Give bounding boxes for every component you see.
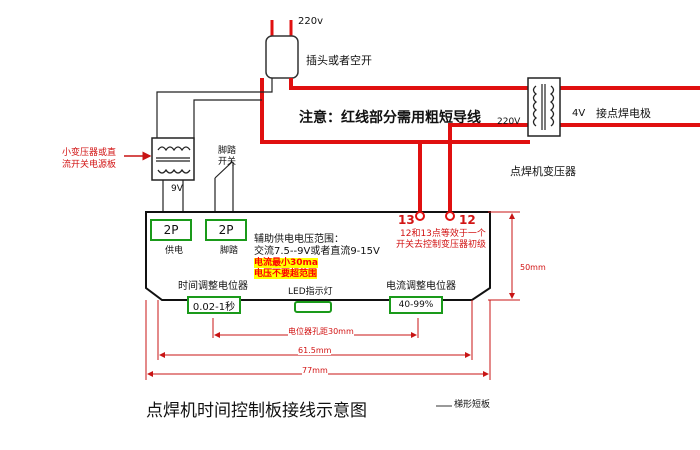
warning-min-current: 电流最小30ma [254,258,318,269]
supply-range-title: 辅助供电电压范围： [254,234,344,245]
power-connector-2p: 2P [150,219,192,241]
transformer-output-voltage: 4V [572,108,586,119]
transformer-name: 点焊机变压器 [510,165,576,178]
mains-input-wires [270,20,293,38]
pin-13-terminal [415,211,425,221]
supply-range-values: 交流7.5--9V或者直流9-15V [254,246,380,257]
mains-voltage-label: 220v [298,16,324,27]
notice-text: 注意：红线部分需用粗短导线 [299,110,481,126]
current-pot-label: 电流调整电位器 [386,281,456,292]
current-pot-value: 40-99% [398,300,434,310]
diagram-subtitle: 梯形短板 [454,400,491,410]
foot-switch-label-2: 开关 [218,157,237,167]
dim-pot-spacing: 电位器孔距30mm [288,327,354,337]
pin-12-terminal [445,211,455,221]
power-connector-text: 2P [163,223,179,237]
pin-13-label: 13 [398,213,415,227]
small-transformer [151,137,195,181]
time-pot[interactable]: 0.02-1秒 [187,296,241,314]
pin-note-line-2: 开关去控制变压器初级 [396,240,487,250]
small-transformer-output-voltage: 9V [171,184,183,194]
foot-connector-label: 脚踏 [220,246,239,256]
warning-voltage-range: 电压不要超范围 [254,269,318,280]
small-transformer-label-2: 流开关电源板 [62,160,117,170]
current-pot[interactable]: 40-99% [389,296,443,314]
foot-connector-text: 2P [218,223,234,237]
main-transformer [527,77,561,137]
red-wires-main [260,78,700,214]
foot-connector-2p: 2P [205,219,247,241]
diagram-title: 点焊机时间控制板接线示意图 [146,401,367,421]
pin-note-line-1: 12和13点等效于一个 [400,229,486,239]
power-connector-label: 供电 [165,246,184,256]
time-pot-value: 0.02-1秒 [192,301,236,313]
plug-breaker-label: 插头或者空开 [306,54,372,67]
dim-inner-width: 61.5mm [298,346,332,356]
pin-12-label: 12 [459,213,476,227]
small-transformer-label-1: 小变压器或直 [62,148,117,158]
dim-total-width: 77mm [302,366,328,376]
led-label: LED指示灯 [288,287,333,297]
transformer-input-voltage: 220V [497,117,521,127]
led-indicator [294,301,332,313]
dim-height: 50mm [520,263,546,272]
plug-breaker-box [265,35,299,79]
electrode-label: 接点焊电极 [596,107,651,120]
time-pot-label: 时间调整电位器 [178,281,248,292]
foot-switch-label-1: 脚踏 [218,146,237,156]
